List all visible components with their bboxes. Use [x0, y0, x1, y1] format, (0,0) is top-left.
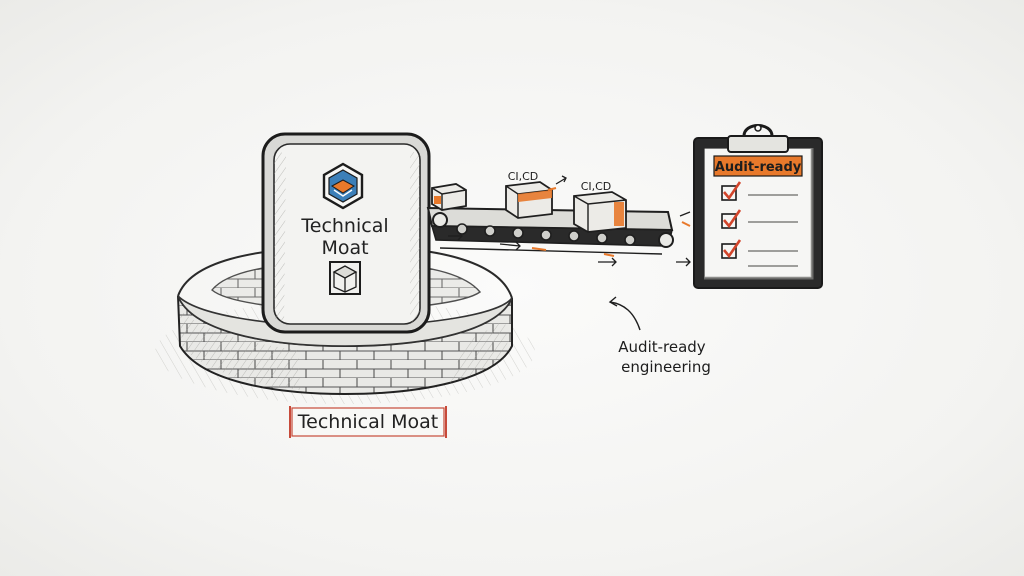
checklist [721, 181, 798, 267]
note-arrow-icon [608, 296, 641, 331]
technical-moat-device [261, 132, 431, 334]
pipeline-box-right [573, 191, 627, 233]
checkmark-icon [723, 209, 742, 229]
checkmark-icon [723, 181, 742, 201]
device-label-line2: Moat [321, 237, 368, 259]
device-label-line1: Technical [300, 215, 388, 237]
clipboard-title-bar [713, 155, 803, 177]
flow-arrows [448, 175, 691, 267]
clipboard-title: Audit-ready [715, 160, 802, 175]
checkmark-icon [723, 239, 742, 259]
checklist-item [721, 239, 798, 267]
shield-logo-icon [322, 162, 364, 210]
flow-accent-marks [531, 187, 691, 257]
pipeline-box-small [431, 183, 467, 211]
pipeline-box-left [505, 181, 553, 219]
moat-caption-tag [289, 406, 447, 438]
moat-caption: Technical Moat [297, 411, 438, 433]
box-icon [329, 261, 361, 295]
checklist-item [721, 181, 798, 201]
clipboard-clip-icon [727, 124, 789, 153]
note-line1: Audit-ready [618, 338, 706, 356]
checklist-item [721, 209, 798, 229]
note-line2: engineering [621, 358, 711, 376]
pipeline-right-label: CI,CD [581, 180, 612, 193]
pipeline-left-label: CI,CD [508, 170, 539, 183]
